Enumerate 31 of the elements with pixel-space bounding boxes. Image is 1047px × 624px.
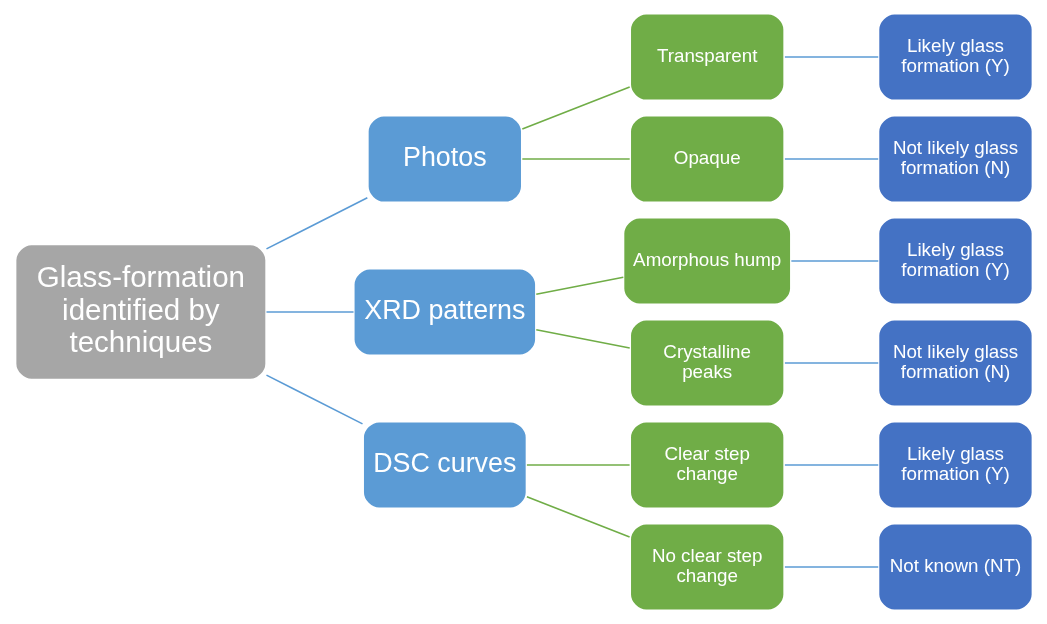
node-box: Transparent [628, 12, 785, 102]
node-box: Amorphous hump [621, 216, 792, 306]
node-box: XRD patterns [352, 267, 537, 357]
node-box: Not known (NT) [876, 522, 1034, 612]
connector [783, 56, 879, 58]
node-box: Likely glass formation (Y) [876, 12, 1034, 102]
connector [265, 311, 354, 313]
node-box: Crystalline peaks [628, 318, 785, 408]
connector [534, 328, 630, 349]
connector [525, 464, 630, 466]
node-box: Not likely glass formation (N) [876, 318, 1034, 408]
node-box: Likely glass formation (Y) [876, 216, 1034, 306]
connector [783, 158, 879, 160]
connector [525, 495, 630, 538]
connector [265, 196, 368, 250]
connector [265, 374, 363, 425]
node-box: Glass-formation identified by techniques [13, 243, 267, 381]
node-box: DSC curves [361, 420, 528, 510]
node-box: Likely glass formation (Y) [876, 420, 1034, 510]
node-box: Clear step change [628, 420, 785, 510]
connector [790, 260, 879, 262]
connector [521, 86, 630, 130]
node-box: No clear step change [628, 522, 785, 612]
connector [534, 276, 624, 296]
node-box: Photos [366, 114, 523, 204]
connector [783, 464, 879, 466]
node-box: Not likely glass formation (N) [876, 114, 1034, 204]
node-box: Opaque [628, 114, 785, 204]
connector [521, 158, 630, 160]
connector [783, 566, 879, 568]
connector [783, 362, 879, 364]
